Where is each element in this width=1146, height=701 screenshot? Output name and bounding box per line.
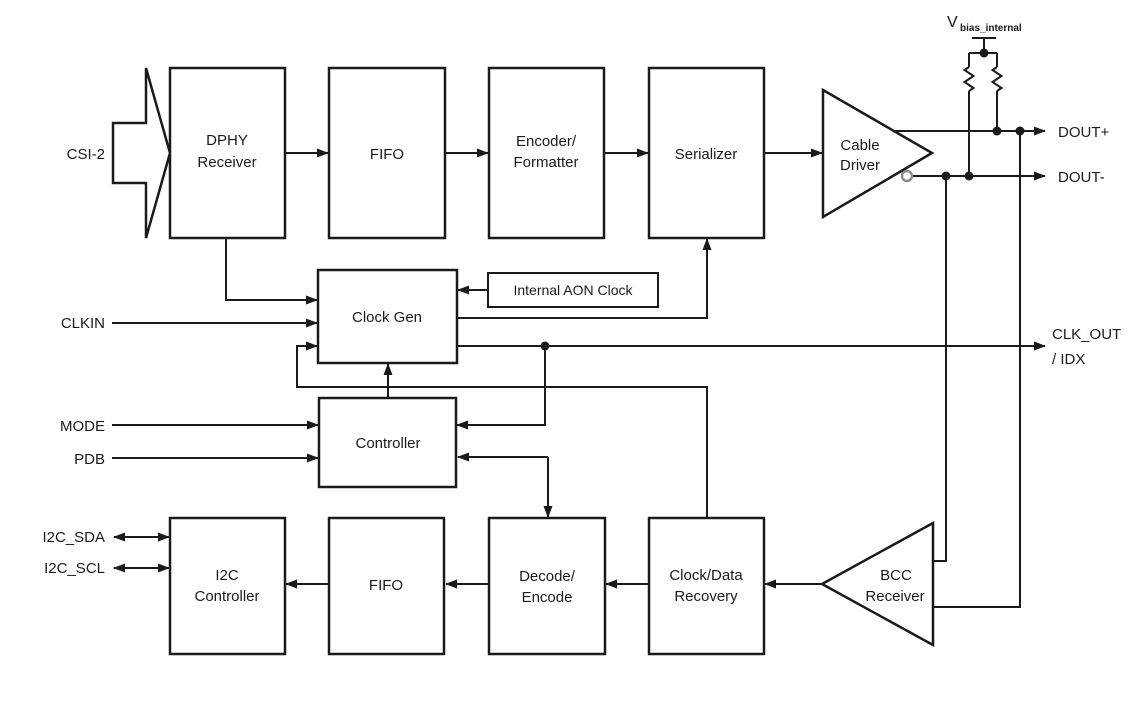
idx-label: / IDX (1052, 351, 1085, 368)
bcc-receiver-block (819, 520, 935, 648)
bcc-receiver-label-line1: BCC (880, 567, 912, 584)
pdb-label: PDB (74, 451, 105, 468)
clock-data-recovery-block (647, 516, 766, 656)
wire-dout-plus-to-bcc (934, 131, 1021, 608)
junction-dot (1015, 126, 1025, 136)
wire-dout-minus-to-bcc (934, 176, 947, 562)
inverting-bubble-icon (900, 169, 914, 183)
csi2-block-arrow-icon (111, 67, 172, 239)
resistor-right-icon (990, 53, 1004, 131)
encoder-label-line1: Encoder/ (516, 133, 577, 150)
mode-label: MODE (60, 418, 105, 435)
i2c-controller-label-line1: I2C (215, 567, 239, 584)
vbias-subscript-label: bias_internal (960, 23, 1022, 34)
wire-clk-branch-to-controller (456, 346, 546, 430)
serializer-block (647, 66, 766, 240)
decode-encode-label-line1: Decode/ (519, 568, 576, 585)
fifo-top-label: FIFO (370, 146, 404, 163)
junction-dot (941, 171, 951, 181)
fifo-bottom-block (327, 516, 446, 656)
decode-encode-block (487, 516, 607, 656)
serializer-label: Serializer (675, 146, 738, 163)
decode-encode-label-line2: Encode (522, 589, 573, 606)
i2c-controller-block (168, 516, 287, 656)
junction-dot (992, 126, 1002, 136)
cable-driver-label-line1: Cable (840, 137, 879, 154)
i2c-scl-label: I2C_SCL (44, 560, 105, 577)
resistor-left-icon (962, 53, 976, 176)
encoder-label-line2: Formatter (513, 154, 578, 171)
clock-gen-label: Clock Gen (352, 309, 422, 326)
fifo-top-block (327, 66, 447, 240)
junction-dot (979, 48, 989, 58)
cdr-label-line2: Recovery (674, 588, 738, 605)
fifo-bottom-label: FIFO (369, 577, 403, 594)
wire-cdr-to-clockgen (296, 341, 708, 518)
aon-clock-label: Internal AON Clock (513, 282, 633, 298)
cable-driver-label-line2: Driver (840, 157, 880, 174)
i2c-sda-label: I2C_SDA (42, 529, 105, 546)
cable-driver-block (821, 87, 935, 220)
clock-gen-block (316, 268, 459, 365)
csi2-label: CSI-2 (67, 146, 105, 163)
dphy-label-line1: DPHY (206, 132, 248, 149)
clk-out-label: CLK_OUT (1052, 326, 1121, 343)
wire-clockgen-to-serializer (457, 238, 712, 319)
bcc-receiver-label-line2: Receiver (865, 588, 924, 605)
encoder-formatter-block (487, 66, 606, 240)
clkin-label: CLKIN (61, 315, 105, 332)
dout-plus-label: DOUT+ (1058, 124, 1109, 141)
junction-dot (540, 341, 550, 351)
wire-dphy-to-clockgen (225, 238, 318, 305)
dphy-receiver-block (168, 66, 287, 240)
vbias-label: V (947, 14, 958, 31)
controller-block (317, 396, 458, 489)
junction-dot (964, 171, 974, 181)
dout-minus-label: DOUT- (1058, 169, 1105, 186)
cdr-label-line1: Clock/Data (669, 567, 743, 584)
controller-label: Controller (355, 435, 420, 452)
i2c-controller-label-line2: Controller (194, 588, 259, 605)
dphy-label-line2: Receiver (197, 154, 256, 171)
